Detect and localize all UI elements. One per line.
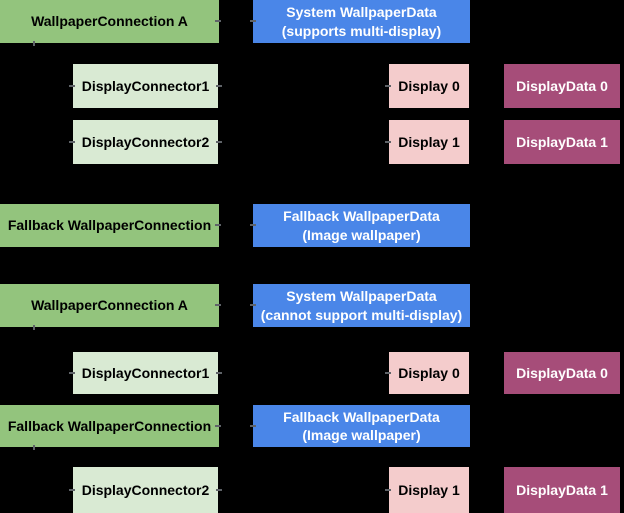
connector-tick xyxy=(69,372,75,374)
connector-tick xyxy=(33,445,35,450)
connector-tick xyxy=(250,20,256,22)
connector-tick xyxy=(69,85,75,87)
connector-tick xyxy=(215,224,221,226)
box-system-wallpaper-data-multi: System WallpaperData (supports multi-dis… xyxy=(253,0,470,43)
box-fallback-wallpaper-data-2: Fallback WallpaperData (Image wallpaper) xyxy=(253,405,470,447)
connector-tick xyxy=(385,141,391,143)
connector-tick xyxy=(69,141,75,143)
box-display-data-0-bottom: DisplayData 0 xyxy=(504,352,620,394)
box-display-0-bottom: Display 0 xyxy=(389,352,469,394)
box-system-wallpaper-data-no-multi: System WallpaperData (cannot support mul… xyxy=(253,284,470,327)
box-display-connector-1-bottom: DisplayConnector1 xyxy=(73,352,218,394)
box-display-connector-2-bottom: DisplayConnector2 xyxy=(73,467,218,513)
connector-tick xyxy=(215,20,221,22)
box-display-0-top: Display 0 xyxy=(389,64,469,108)
box-fallback-wallpaper-connection-1: Fallback WallpaperConnection xyxy=(0,204,219,247)
connector-tick xyxy=(385,489,391,491)
box-wallpaper-connection-a-1: WallpaperConnection A xyxy=(0,0,219,43)
connector-tick xyxy=(216,141,222,143)
connector-tick xyxy=(33,41,35,46)
box-display-data-1-top: DisplayData 1 xyxy=(504,120,620,164)
connector-tick xyxy=(250,224,256,226)
box-display-1-top: Display 1 xyxy=(389,120,469,164)
connector-tick xyxy=(69,489,75,491)
box-fallback-wallpaper-connection-2: Fallback WallpaperConnection xyxy=(0,405,219,447)
connector-tick xyxy=(385,372,391,374)
connector-tick xyxy=(33,325,35,330)
box-display-connector-2-top: DisplayConnector2 xyxy=(73,120,218,164)
connector-tick xyxy=(215,425,221,427)
box-display-connector-1-top: DisplayConnector1 xyxy=(73,64,218,108)
connector-tick xyxy=(216,372,222,374)
box-fallback-wallpaper-data-1: Fallback WallpaperData (Image wallpaper) xyxy=(253,204,470,247)
connector-tick xyxy=(216,85,222,87)
connector-tick xyxy=(250,425,256,427)
box-display-data-0-top: DisplayData 0 xyxy=(504,64,620,108)
connector-tick xyxy=(250,304,256,306)
box-display-1-bottom: Display 1 xyxy=(389,467,469,513)
box-wallpaper-connection-a-2: WallpaperConnection A xyxy=(0,284,219,327)
connector-tick xyxy=(215,304,221,306)
connector-tick xyxy=(385,85,391,87)
box-display-data-1-bottom: DisplayData 1 xyxy=(504,467,620,513)
connector-tick xyxy=(216,489,222,491)
